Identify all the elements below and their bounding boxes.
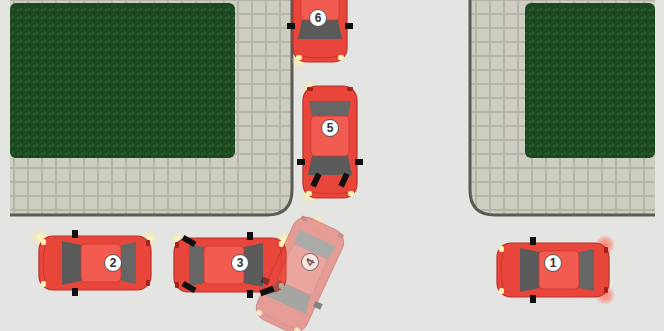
callout-number: 6	[309, 9, 327, 27]
lawn	[10, 3, 235, 158]
ghost-car	[246, 210, 353, 331]
callout-number: 2	[104, 254, 122, 272]
sidewalk	[10, 0, 292, 215]
wheel	[338, 172, 349, 187]
sidewalk	[470, 0, 655, 215]
lawn	[525, 3, 655, 158]
callout-number: 5	[321, 119, 339, 137]
car	[39, 230, 151, 296]
callout-number: 1	[544, 254, 562, 272]
car	[497, 237, 609, 303]
callout-number: 4	[298, 250, 323, 275]
curb	[10, 0, 292, 215]
car	[287, 0, 353, 62]
wheel	[181, 281, 196, 293]
car	[174, 232, 286, 298]
callout-number: 3	[231, 254, 249, 272]
car	[297, 86, 363, 198]
wheel	[310, 172, 321, 187]
wheel	[259, 286, 274, 296]
curb	[470, 0, 655, 215]
wheel	[181, 235, 196, 247]
